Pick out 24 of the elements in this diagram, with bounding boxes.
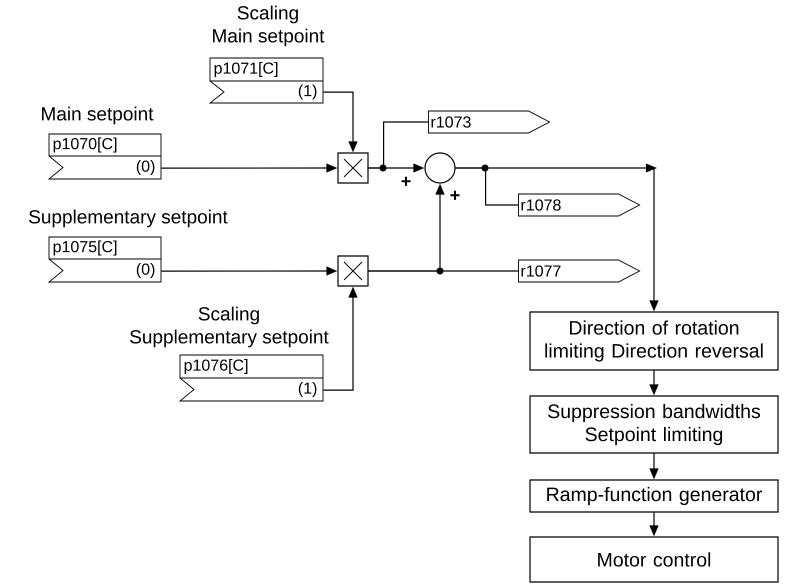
block-heading: Main setpoint — [42, 106, 154, 124]
function-box: Direction of rotation limiting Direction reversal — [529, 311, 779, 371]
sign-label: + — [450, 190, 460, 200]
function-box: Ramp-function generator — [529, 479, 779, 513]
sign-label: + — [402, 176, 411, 186]
default-value: (0) — [136, 160, 154, 175]
block-heading: Scaling Main setpoint — [213, 6, 324, 46]
parameter-number: p1075[C] — [54, 240, 116, 256]
output-tag: r1077 — [518, 260, 641, 282]
multiplier-box — [337, 255, 369, 287]
summing-circle — [424, 152, 456, 184]
block-heading: Supplementary setpoint — [29, 210, 228, 228]
output-tag: r1073 — [428, 110, 551, 134]
default-value: (1) — [298, 382, 316, 397]
multiplier-box — [337, 152, 369, 184]
parameter-number: p1076[C] — [184, 359, 248, 374]
default-value: (0) — [136, 263, 154, 278]
output-tag: r1078 — [518, 194, 641, 216]
function-box: Suppression bandwidths Setpoint limiting — [529, 395, 779, 454]
function-box: Motor control — [529, 536, 779, 583]
block-heading: Scaling Supplementary setpoint — [130, 306, 329, 348]
parameter-number: p1071[C] — [214, 62, 278, 77]
parameter-number: p1070[C] — [54, 138, 116, 152]
default-value: (1) — [298, 84, 316, 100]
